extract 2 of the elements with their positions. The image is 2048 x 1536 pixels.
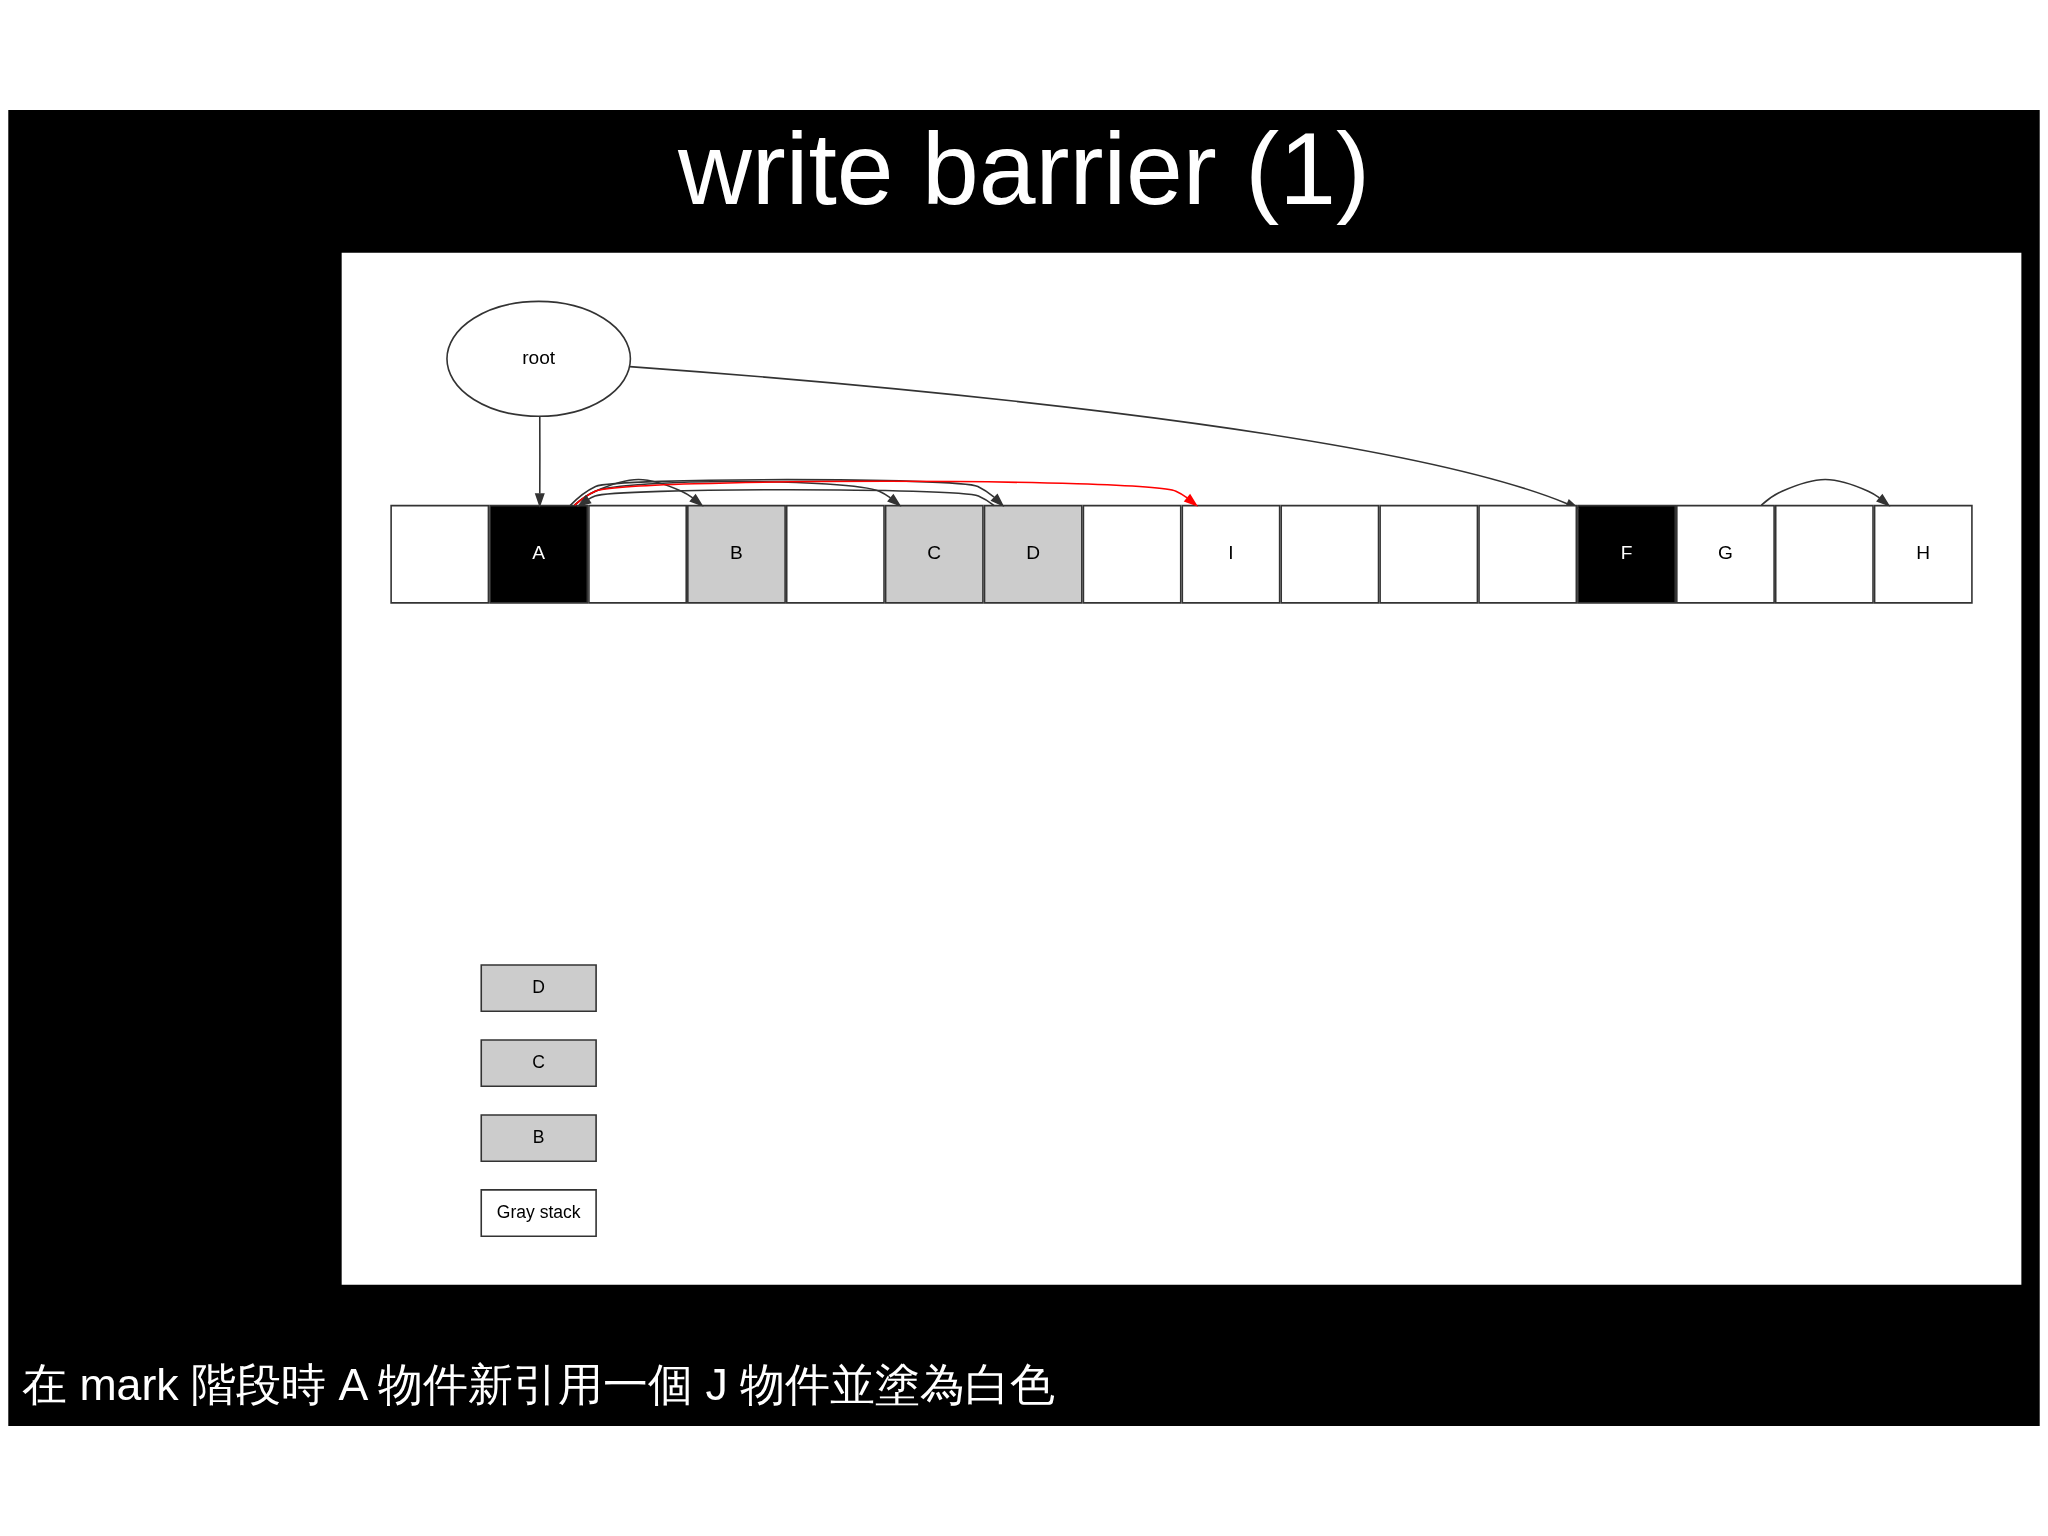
label: 在 mark 階段時 A 物件新引用一個 J 物件並塗為白色 (22, 1359, 1056, 1409)
diagram-title: write barrier (1) (678, 112, 1370, 227)
